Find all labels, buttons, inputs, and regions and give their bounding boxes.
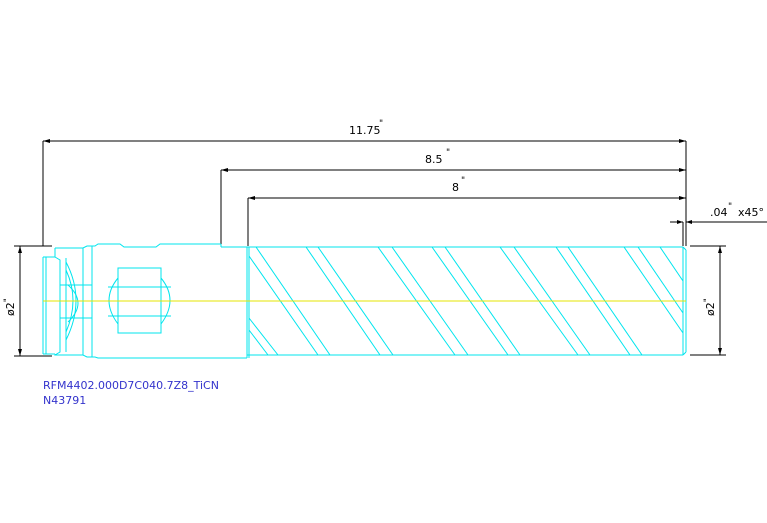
left-diameter-label: ø2" — [3, 298, 17, 316]
serial-number: N43791 — [43, 394, 86, 407]
chamfer-unit: " — [728, 202, 732, 212]
dimension-shank-length: 8.5 " — [220, 148, 686, 246]
dimension-chamfer: .04 " x45° — [670, 202, 767, 246]
right-diameter-label: ø2" — [703, 298, 717, 316]
dimension-overall-length: 11.75 " — [42, 119, 687, 246]
shank-length-unit: " — [446, 148, 450, 158]
dimension-right-diameter: ø2" — [690, 245, 726, 356]
chamfer-angle: x45° — [738, 206, 764, 219]
overall-length-value: 11.75 — [349, 124, 381, 137]
shank-length-value: 8.5 — [425, 153, 443, 166]
chamfer-value: .04 — [710, 206, 728, 219]
flute-length-value: 8 — [452, 181, 459, 194]
part-number: RFM4402.000D7C040.7Z8_TiCN — [43, 379, 219, 392]
dimension-flute-length: 8 " — [247, 176, 686, 246]
overall-length-unit: " — [379, 119, 383, 129]
flute-length-unit: " — [461, 176, 465, 186]
dimension-left-diameter: ø2" — [3, 245, 52, 357]
